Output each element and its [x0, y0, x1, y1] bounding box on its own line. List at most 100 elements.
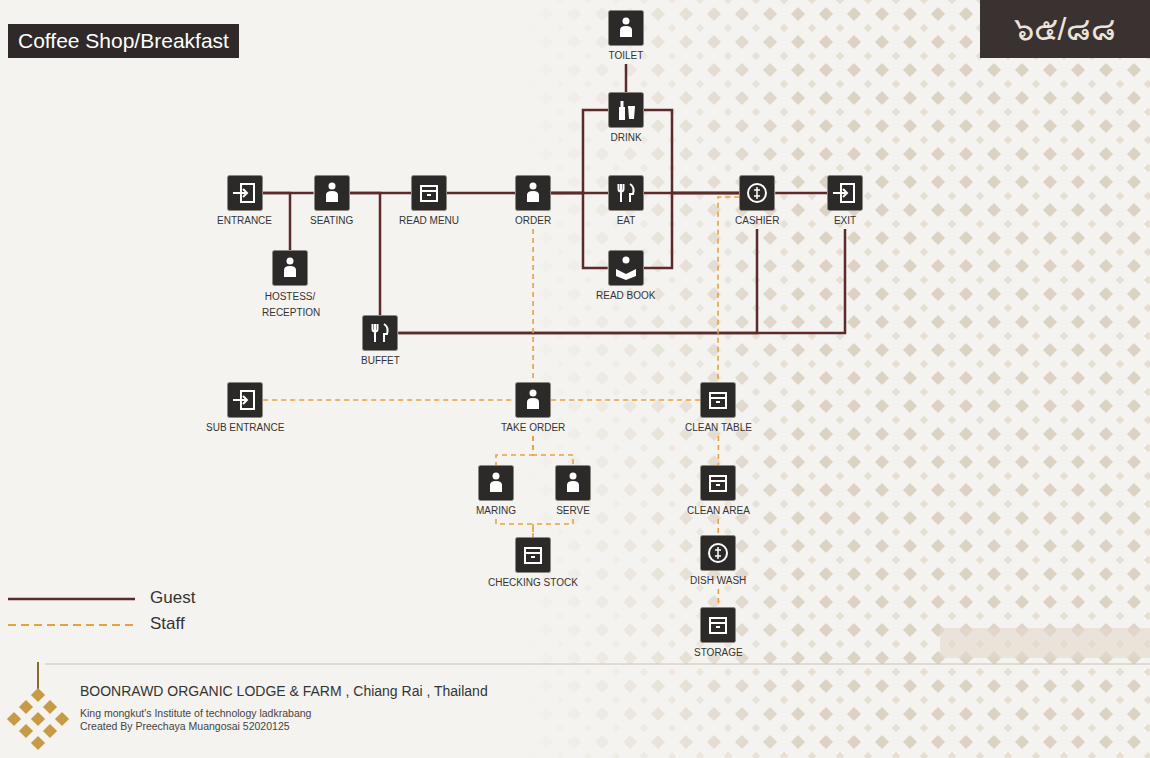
icon-tile	[227, 382, 263, 418]
logo-mark	[7, 662, 69, 750]
node-label: STORAGE	[694, 646, 743, 659]
staff-flow-line	[718, 436, 720, 465]
node-label: SUB ENTRANCE	[206, 421, 284, 434]
icon-tile	[272, 250, 308, 286]
node-label: BUFFET	[361, 354, 400, 367]
icon-glyph	[710, 618, 726, 633]
icon-tile	[515, 382, 551, 418]
node-label: CLEAN AREA	[687, 504, 750, 517]
guest-flow-line	[263, 192, 314, 195]
icon-tile	[700, 607, 736, 643]
icon-glyph	[748, 184, 766, 202]
footer-rule	[45, 664, 1150, 665]
icon-tile	[827, 175, 863, 211]
node-label: SEATING	[310, 214, 353, 227]
page-number: ๖๕/๘๘	[980, 0, 1150, 58]
icon-glyph	[373, 324, 388, 342]
icon-glyph	[326, 183, 338, 203]
node-label: EAT	[617, 214, 636, 227]
guest-flow-line	[398, 229, 845, 333]
legend-staff-line	[8, 624, 135, 626]
node-label: READ MENU	[399, 214, 459, 227]
icon-glyph	[710, 476, 726, 491]
icon-glyph	[620, 18, 632, 38]
staff-flow-line	[533, 436, 573, 465]
activity-node: READ BOOK	[596, 250, 655, 302]
guest-flow-line	[551, 193, 608, 268]
activity-node: STORAGE	[694, 607, 743, 659]
node-label: READ BOOK	[596, 289, 655, 302]
node-label: CLEAN TABLE	[685, 421, 752, 434]
icon-tile	[515, 537, 551, 573]
icon-glyph	[490, 473, 502, 493]
icon-tile	[608, 250, 644, 286]
footer-author: Created By Preechaya Muangosai 52020125	[80, 720, 290, 732]
staff-flow-line	[496, 519, 533, 537]
activity-node: ENTRANCE	[217, 175, 272, 227]
activity-node: CLEAN TABLE	[685, 382, 752, 434]
guest-flow-line	[644, 193, 740, 268]
icon-tile	[314, 175, 350, 211]
guest-flow-line	[447, 192, 515, 195]
node-label: CASHIER	[735, 214, 779, 227]
icon-glyph	[616, 257, 636, 281]
staff-flow-line	[551, 399, 700, 401]
icon-tile	[700, 535, 736, 571]
node-label: MARING	[476, 504, 516, 517]
node-label: TOILET	[609, 49, 644, 62]
node-label: DRINK	[610, 131, 641, 144]
activity-node: ORDER	[515, 175, 551, 227]
activity-node: BUFFET	[361, 315, 400, 367]
footer-project: BOONRAWD ORGANIC LODGE & FARM , Chiang R…	[80, 683, 488, 699]
icon-glyph	[527, 390, 539, 410]
stripe-band	[940, 628, 1150, 658]
staff-flow-line	[718, 589, 720, 607]
icon-glyph	[233, 184, 254, 202]
icon-glyph	[833, 184, 854, 202]
staff-flow-line	[717, 519, 719, 535]
icon-glyph	[619, 184, 634, 202]
node-label: CHECKING STOCK	[488, 576, 578, 589]
icon-glyph	[421, 186, 437, 201]
activity-node: TOILET	[608, 10, 644, 62]
footer-institute: King mongkut's Institute of technology l…	[80, 707, 311, 719]
icon-glyph	[525, 548, 541, 563]
icon-glyph	[567, 473, 579, 493]
legend-text: Guest	[150, 588, 195, 608]
activity-node: CLEAN AREA	[687, 465, 750, 517]
activity-node: MARING	[476, 465, 516, 517]
node-label: ENTRANCE	[217, 214, 272, 227]
activity-node: DRINK	[608, 92, 644, 144]
node-label: HOSTESS/ RECEPTION	[262, 289, 318, 321]
icon-tile	[515, 175, 551, 211]
icon-tile	[608, 10, 644, 46]
activity-node: SEATING	[310, 175, 353, 227]
guest-flow-line	[625, 64, 628, 92]
guest-flow-line	[398, 229, 757, 333]
guest-flow-line	[551, 110, 608, 193]
activity-node: SERVE	[555, 465, 591, 517]
node-label: DISH WASH	[690, 574, 746, 587]
icon-tile	[227, 175, 263, 211]
guest-flow-line	[775, 192, 827, 195]
icon-tile	[411, 175, 447, 211]
diamond-pattern	[520, 0, 1150, 758]
icon-tile	[478, 465, 514, 501]
icon-glyph	[527, 183, 539, 203]
activity-node: DISH WASH	[690, 535, 746, 587]
node-label: SERVE	[556, 504, 590, 517]
guest-flow-line	[350, 193, 380, 315]
staff-flow-line	[496, 436, 533, 465]
node-label: TAKE ORDER	[501, 421, 565, 434]
activity-node: EXIT	[827, 175, 863, 227]
icon-glyph	[233, 391, 254, 409]
legend-guest-line	[8, 598, 135, 601]
page-title: Coffee Shop/Breakfast	[8, 24, 239, 58]
activity-node: CASHIER	[735, 175, 779, 227]
icon-glyph	[284, 258, 296, 278]
activity-node: TAKE ORDER	[501, 382, 565, 434]
activity-node: READ MENU	[399, 175, 459, 227]
icon-tile	[608, 175, 644, 211]
activity-node: HOSTESS/ RECEPTION	[262, 250, 318, 321]
